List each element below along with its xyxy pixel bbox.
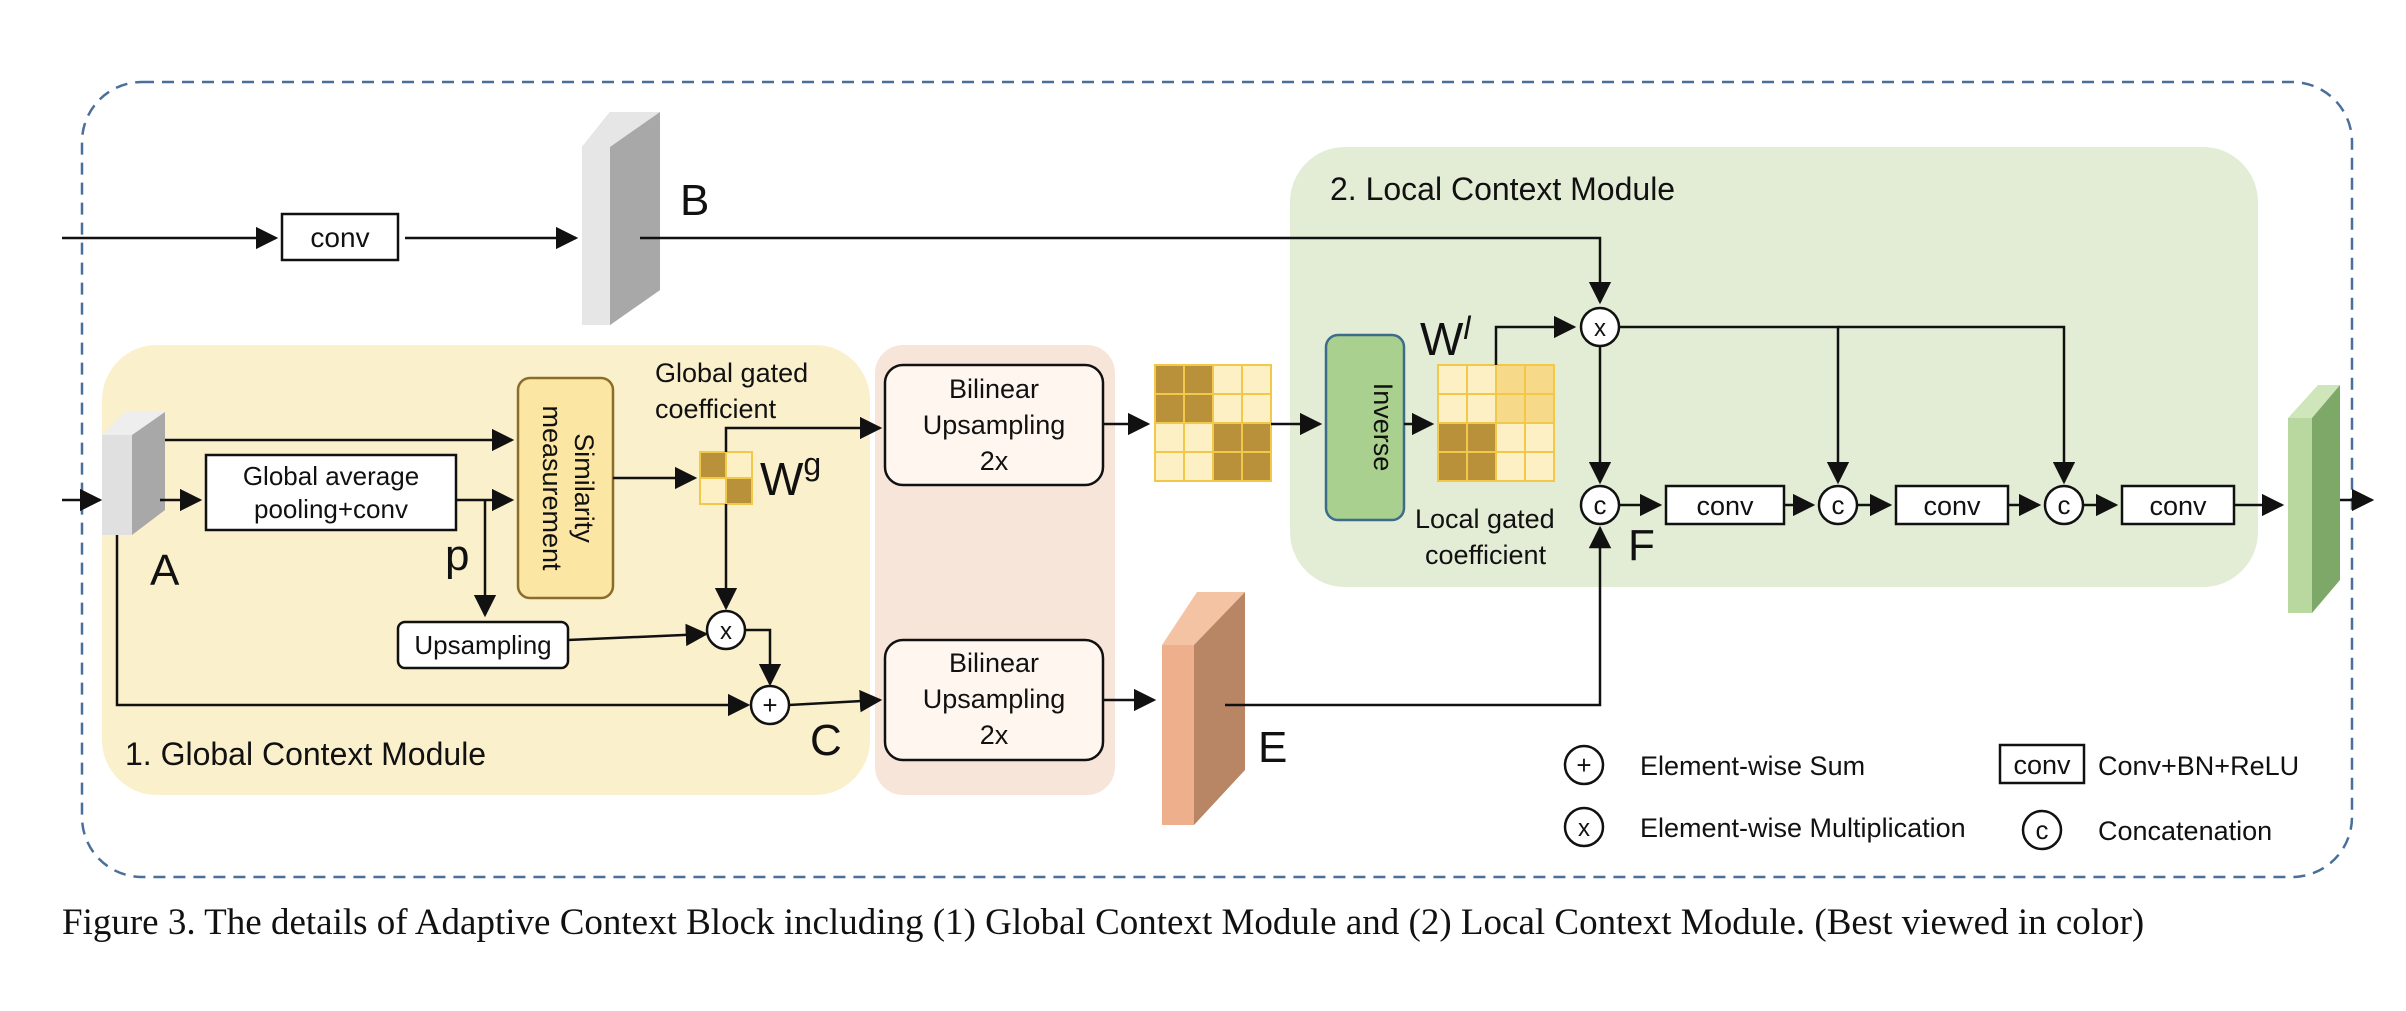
wg-to-bilinear-arrow bbox=[724, 416, 883, 452]
conv-box-1 bbox=[1664, 484, 1786, 526]
upsampling-label: Upsampling bbox=[414, 630, 551, 660]
outer-frame bbox=[80, 80, 2354, 879]
similarity-measurement-box bbox=[516, 376, 615, 600]
legend-concat-icon bbox=[2021, 809, 2063, 851]
a-to-sum-arrow bbox=[115, 535, 751, 717]
local-module-title: 2. Local Context Module bbox=[1330, 171, 1675, 207]
mult-branch-to-concat3 bbox=[1838, 325, 2076, 485]
bilinear-top-line1: Bilinear bbox=[949, 374, 1039, 404]
b-to-mult-arrow bbox=[640, 236, 1612, 305]
legend: + Element-wise Sum x Element-wise Multip… bbox=[1563, 743, 2299, 851]
mult-to-sum-arrow bbox=[745, 628, 782, 687]
legend-sum-label: Element-wise Sum bbox=[1640, 751, 1865, 781]
local-mult-symbol: x bbox=[1594, 315, 1606, 342]
legend-conv-icon bbox=[1998, 743, 2086, 785]
label-p: p bbox=[445, 531, 469, 580]
sim-label-line1: Similarity bbox=[569, 433, 599, 543]
global-gated-line1: Global gated bbox=[655, 358, 808, 388]
conv-label-3: conv bbox=[2149, 491, 2207, 521]
feature-map-e bbox=[1162, 592, 1245, 825]
label-c: C bbox=[810, 716, 842, 765]
upsampled-gate-grid bbox=[1154, 364, 1272, 482]
legend-concat-symbol: c bbox=[2036, 815, 2049, 845]
bilinear-top-line2: Upsampling bbox=[923, 410, 1066, 440]
conv-label-2: conv bbox=[1923, 491, 1981, 521]
bilinear-bottom-line3: 2x bbox=[980, 720, 1009, 750]
label-b: B bbox=[680, 176, 709, 225]
global-gate-grid bbox=[699, 451, 753, 505]
inverse-label: Inverse bbox=[1368, 383, 1398, 472]
sim-label-line2: measurement bbox=[537, 405, 567, 571]
upsampling-to-mult-arrow bbox=[567, 623, 709, 647]
label-a: A bbox=[150, 546, 180, 595]
legend-mult-label: Element-wise Multiplication bbox=[1640, 813, 1966, 843]
legend-sum-symbol: + bbox=[1576, 750, 1591, 780]
label-f: F bbox=[1628, 521, 1655, 570]
legend-concat-label: Concatenation bbox=[2098, 816, 2272, 846]
legend-conv-label: Conv+BN+ReLU bbox=[2098, 751, 2299, 781]
wg-symbol: Wg bbox=[760, 446, 821, 505]
output-feature-map bbox=[2288, 385, 2340, 613]
wl-symbol: Wl bbox=[1420, 310, 1471, 365]
global-module-title: 1. Global Context Module bbox=[125, 736, 486, 772]
global-sum-symbol: + bbox=[762, 690, 777, 720]
legend-mult-icon bbox=[1563, 806, 1605, 848]
e-to-concat1-arrow bbox=[1225, 525, 1612, 707]
legend-mult-symbol: x bbox=[1578, 815, 1590, 842]
sum-to-bilinear-arrow bbox=[788, 689, 883, 713]
legend-conv-symbol: conv bbox=[2013, 750, 2071, 780]
bilinear-bottom-line1: Bilinear bbox=[949, 648, 1039, 678]
local-gated-line2: coefficient bbox=[1425, 540, 1547, 570]
conv-box-3 bbox=[2120, 484, 2236, 526]
inverse-box bbox=[1324, 333, 1406, 522]
legend-sum-icon bbox=[1563, 744, 1605, 786]
global-avg-pool-box bbox=[204, 453, 458, 532]
conv-label-1: conv bbox=[1696, 491, 1754, 521]
gap-label-line1: Global average bbox=[243, 461, 419, 491]
concat-symbol-1: c bbox=[1594, 490, 1607, 520]
gap-label-line2: pooling+conv bbox=[254, 494, 408, 524]
concat-symbol-2: c bbox=[1832, 490, 1845, 520]
global-mult-symbol: x bbox=[720, 618, 732, 645]
local-gated-line1: Local gated bbox=[1415, 504, 1555, 534]
bilinear-top-line3: 2x bbox=[980, 446, 1009, 476]
figure-caption: Figure 3. The details of Adaptive Contex… bbox=[62, 902, 2145, 943]
upsampling-box bbox=[396, 620, 570, 670]
concat-symbol-3: c bbox=[2058, 490, 2071, 520]
wl-to-mult-arrow bbox=[1494, 315, 1577, 365]
conv-top-label: conv bbox=[310, 222, 369, 253]
label-e: E bbox=[1258, 723, 1287, 772]
local-gate-grid bbox=[1437, 364, 1555, 482]
feature-map-b bbox=[582, 112, 660, 325]
conv-top-box bbox=[280, 212, 400, 262]
global-gated-line2: coefficient bbox=[655, 394, 777, 424]
feature-map-a bbox=[102, 412, 165, 535]
bilinear-bottom-line2: Upsampling bbox=[923, 684, 1066, 714]
